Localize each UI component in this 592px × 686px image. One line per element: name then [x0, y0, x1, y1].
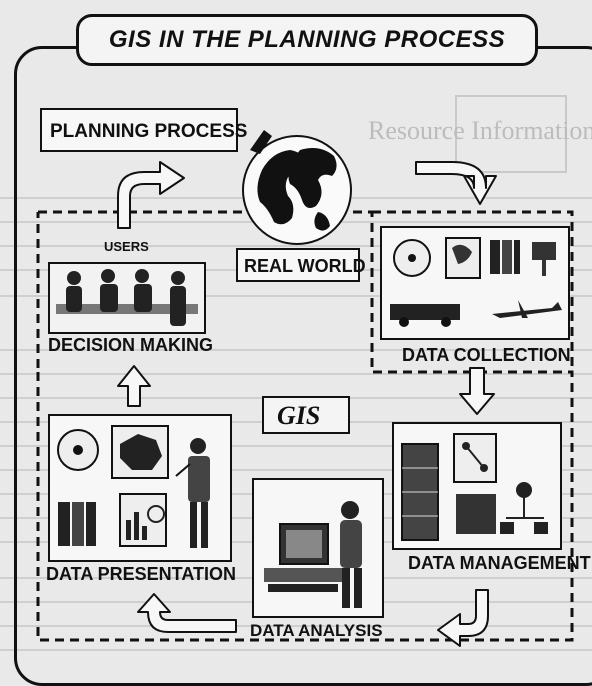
arrow-presentation-to-decision — [117, 365, 151, 407]
users-label: USERS — [104, 239, 149, 254]
planning-process-label: PLANNING PROCESS — [50, 121, 248, 142]
arrow-analysis-to-presentation — [137, 593, 237, 633]
decision-making-label: DECISION MAKING — [48, 335, 214, 355]
data-management-label: DATA MANAGEMENT — [408, 553, 591, 573]
title-box: GIS IN THE PLANNING PROCESS — [76, 14, 538, 66]
data-collection-icons — [390, 237, 562, 327]
arrow-to-data-collection — [415, 161, 497, 205]
data-analysis-box — [252, 478, 384, 618]
data-presentation-label: DATA PRESENTATION — [46, 564, 236, 584]
computer-user-icon — [264, 501, 362, 608]
data-management-icons — [401, 433, 548, 541]
meeting-people-icon — [56, 269, 198, 326]
arrow-management-to-analysis — [437, 589, 489, 647]
data-analysis-label: DATA ANALYSIS — [250, 621, 383, 640]
data-collection-label: DATA COLLECTION — [402, 345, 571, 365]
decision-making-image — [48, 262, 206, 334]
diagram-title: GIS IN THE PLANNING PROCESS — [108, 26, 506, 53]
data-collection-box — [380, 226, 570, 340]
data-management-box — [392, 422, 562, 550]
planning-process-box: PLANNING PROCESS — [40, 108, 247, 152]
gis-label-box: GIS — [262, 396, 350, 434]
background-heading: Resource Information — [368, 116, 592, 145]
data-presentation-box — [48, 414, 232, 562]
arrow-collection-to-management — [459, 367, 495, 415]
data-presentation-icons — [57, 425, 210, 548]
arrow-users-to-planning — [117, 161, 185, 229]
gis-label: GIS — [277, 401, 321, 430]
real-world-box: REAL WORLD — [236, 248, 366, 282]
real-world-label: REAL WORLD — [244, 256, 366, 276]
